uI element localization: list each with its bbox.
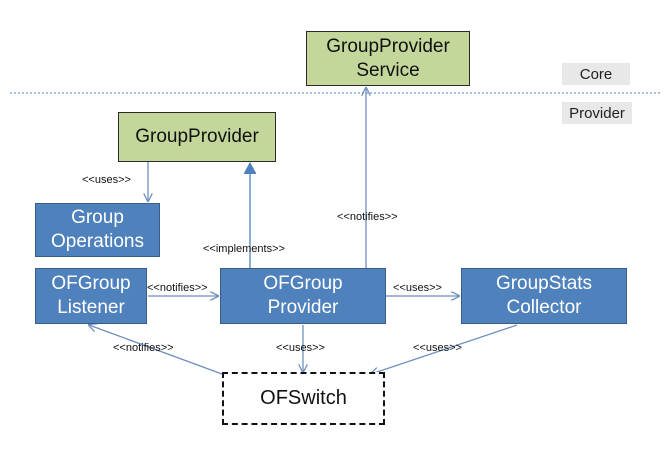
edge-uses-switch-collector — [371, 324, 518, 374]
label-notifies-listener: <<notifies>> — [147, 282, 208, 294]
node-group-provider: GroupProvider — [118, 112, 276, 162]
node-groupstats-collector: GroupStats Collector — [461, 268, 627, 324]
label-notifies-service: <<notifies>> — [337, 211, 398, 223]
node-ofgroup-provider: OFGroup Provider — [220, 268, 386, 324]
node-ofswitch: OFSwitch — [222, 372, 385, 425]
label-uses-collector: <<uses>> — [393, 282, 442, 294]
label-notifies-switch-listener: <<notifies>> — [113, 342, 174, 354]
layer-label-core: Core — [562, 63, 630, 85]
node-ofgroup-listener: OFGroup Listener — [35, 268, 147, 324]
label-uses-switch-provider: <<uses>> — [276, 342, 325, 354]
layer-label-provider: Provider — [562, 102, 632, 124]
label-implements: <<implements>> — [203, 243, 285, 255]
node-group-operations: Group Operations — [35, 203, 160, 257]
edge-notifies-switch-listener — [89, 325, 223, 375]
label-uses-group-operations: <<uses>> — [82, 174, 131, 186]
label-uses-switch-collector: <<uses>> — [413, 342, 462, 354]
node-group-provider-service: GroupProvider Service — [306, 31, 470, 86]
